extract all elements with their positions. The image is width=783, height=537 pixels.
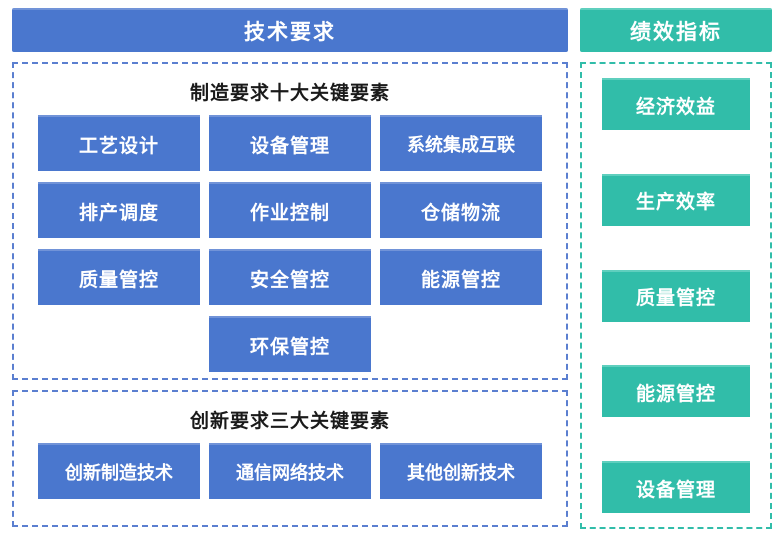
indicator-chip-shebeiguanli[interactable]: 设备管理 bbox=[602, 461, 750, 513]
element-chip-tongxinwangluojishu[interactable]: 通信网络技术 bbox=[209, 443, 371, 499]
manufacturing-row-2: 排产调度 作业控制 仓储物流 bbox=[38, 182, 542, 238]
element-chip-paichandiaodu[interactable]: 排产调度 bbox=[38, 182, 200, 238]
indicator-chip-zhiliangguankong[interactable]: 质量管控 bbox=[602, 269, 750, 322]
technical-requirements-column: 技术要求 制造要求十大关键要素 工艺设计 设备管理 系统集成互联 排产调度 作业… bbox=[12, 8, 568, 527]
performance-indicators-header: 绩效指标 bbox=[580, 8, 772, 52]
element-chip-gongyisheji[interactable]: 工艺设计 bbox=[38, 115, 200, 171]
element-chip-shebeiguanli[interactable]: 设备管理 bbox=[209, 115, 371, 171]
element-chip-xitongjichenghulian[interactable]: 系统集成互联 bbox=[380, 115, 542, 171]
manufacturing-row-3: 质量管控 安全管控 能源管控 bbox=[38, 249, 542, 305]
manufacturing-section-title: 制造要求十大关键要素 bbox=[189, 83, 390, 104]
indicator-chip-jingjixiaoyi[interactable]: 经济效益 bbox=[602, 78, 750, 130]
performance-indicators-panel: 经济效益 生产效率 质量管控 能源管控 设备管理 bbox=[580, 62, 772, 529]
element-chip-anquanguankong[interactable]: 安全管控 bbox=[209, 249, 371, 305]
element-chip-huanbaoguankong[interactable]: 环保管控 bbox=[209, 316, 371, 372]
innovation-section-title: 创新要求三大关键要素 bbox=[189, 411, 390, 432]
indicator-chip-shengchanxiaolv[interactable]: 生产效率 bbox=[602, 173, 750, 226]
manufacturing-row-1: 工艺设计 设备管理 系统集成互联 bbox=[38, 115, 542, 171]
element-chip-nengyuanguankong[interactable]: 能源管控 bbox=[380, 249, 542, 305]
manufacturing-requirements-panel: 制造要求十大关键要素 工艺设计 设备管理 系统集成互联 排产调度 作业控制 仓储… bbox=[12, 62, 568, 380]
innovation-row-1: 创新制造技术 通信网络技术 其他创新技术 bbox=[38, 443, 542, 499]
manufacturing-row-4: 环保管控 bbox=[38, 316, 542, 372]
element-chip-zhiliangguankong[interactable]: 质量管控 bbox=[38, 249, 200, 305]
element-chip-qitachuangxinjishu[interactable]: 其他创新技术 bbox=[380, 443, 542, 499]
indicator-chip-nengyuanguankong[interactable]: 能源管控 bbox=[602, 365, 750, 418]
element-chip-chuangxinzhizaojishu[interactable]: 创新制造技术 bbox=[38, 443, 200, 499]
element-chip-cangchuwuliu[interactable]: 仓储物流 bbox=[380, 182, 542, 238]
performance-indicators-column: 绩效指标 经济效益 生产效率 质量管控 能源管控 设备管理 bbox=[580, 8, 772, 529]
element-chip-zuoyekongzhi[interactable]: 作业控制 bbox=[209, 182, 371, 238]
innovation-requirements-panel: 创新要求三大关键要素 创新制造技术 通信网络技术 其他创新技术 bbox=[12, 390, 568, 527]
technical-requirements-header: 技术要求 bbox=[12, 8, 568, 52]
